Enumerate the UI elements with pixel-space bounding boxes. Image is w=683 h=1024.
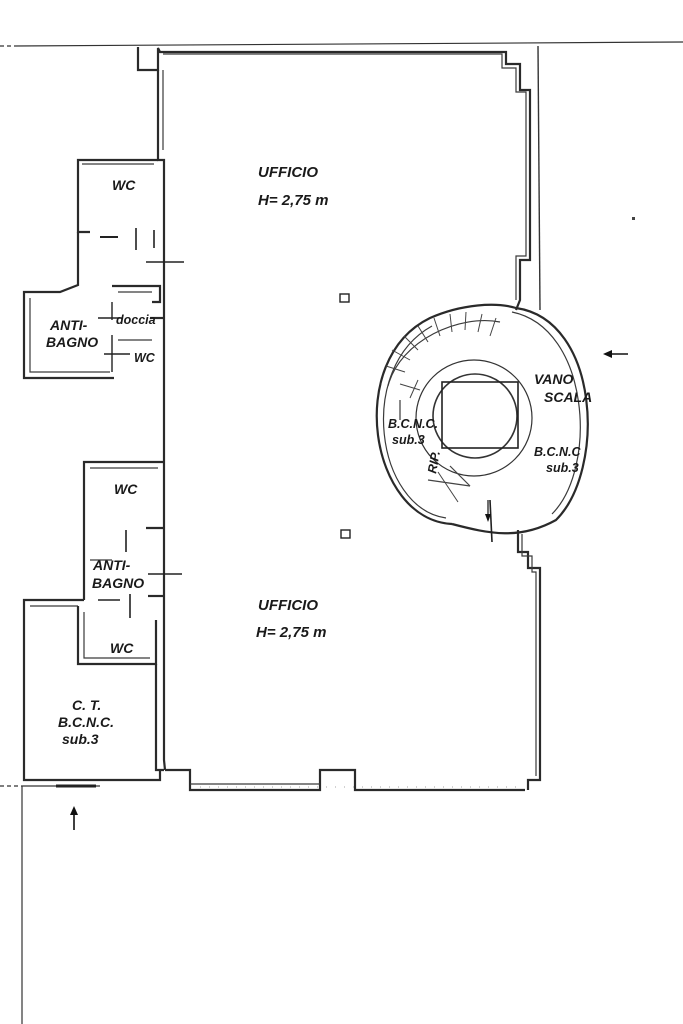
vano-scala-line2: SCALA [544, 389, 592, 405]
entrance-arrow-bottom-icon [70, 806, 78, 830]
bcnc-right-line2: sub.3 [546, 461, 579, 475]
top-boundary-line [0, 41, 683, 47]
antibagno-top-line1: ANTI- [49, 317, 88, 333]
stairwell [375, 303, 589, 543]
speck [632, 217, 635, 220]
office-top-height: H= 2,75 m [258, 192, 328, 209]
upper-wc-block-walls [22, 158, 184, 380]
wc-top-label: WC [112, 177, 136, 193]
pillar [339, 293, 350, 303]
antibagno-top-line2: BAGNO [46, 334, 98, 350]
office-top-name: UFFICIO [258, 164, 318, 181]
main-office-walls [136, 47, 542, 792]
bcnc-left-line2: sub.3 [392, 433, 425, 447]
wc-mid-label: WC [114, 481, 138, 497]
bottom-boundary-line [0, 785, 100, 1024]
stair-arrow-icon [485, 500, 491, 522]
pillar [340, 529, 351, 539]
office-bottom-height: H= 2,75 m [256, 624, 326, 641]
rip-label: RIP. [425, 450, 443, 475]
bcnc-right-line1: B.C.N.C [534, 445, 582, 459]
office-bottom-name: UFFICIO [258, 597, 318, 614]
antibagno-mid-line1: ANTI- [92, 557, 131, 573]
antibagno-mid-line2: BAGNO [92, 575, 144, 591]
vano-scala-line1: VANO [534, 371, 574, 387]
ct-line2: B.C.N.C. [58, 714, 114, 730]
bcnc-left-line1: B.C.N.C. [388, 417, 438, 431]
lower-wc-ct-walls [22, 598, 164, 788]
middle-wc-block-walls [82, 460, 182, 618]
entrance-arrow-right-icon [603, 350, 628, 358]
doccia-label: doccia [116, 313, 156, 327]
wc-top-2-label: WC [134, 351, 156, 365]
ct-line3: sub.3 [62, 731, 99, 747]
wc-low-label: WC [110, 640, 134, 656]
ct-line1: C. T. [72, 697, 101, 713]
right-boundary-line [537, 45, 541, 311]
